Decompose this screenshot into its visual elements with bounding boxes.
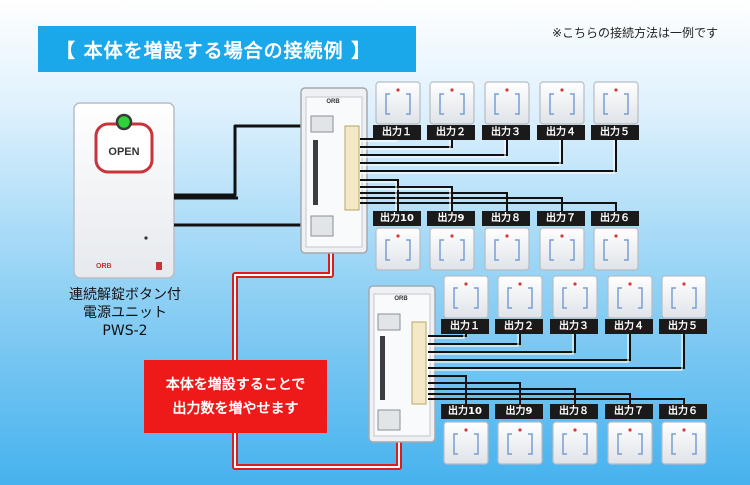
output-label: 出力５ xyxy=(659,319,707,334)
power-unit-caption: 連続解錠ボタン付 電源ユニット PWS-2 xyxy=(40,286,210,340)
door-sensor-upper xyxy=(607,275,653,319)
output-wires-upper xyxy=(360,132,617,211)
door-sensor-upper xyxy=(661,275,707,319)
sensors xyxy=(375,81,707,465)
output-label: 出力４ xyxy=(605,319,653,334)
door-sensor-lower xyxy=(552,421,598,465)
output-label: 出力５ xyxy=(591,125,639,140)
output-label: 出力６ xyxy=(659,404,707,419)
output-label: 出力８ xyxy=(482,211,530,226)
output-label: 出力１ xyxy=(373,125,421,140)
door-sensor-upper xyxy=(593,81,639,125)
power-wires xyxy=(174,124,316,227)
unit-brand-logo: ORB xyxy=(96,263,112,270)
output-label: 出力７ xyxy=(537,211,585,226)
callout-line: 出力数を増やせます xyxy=(172,400,299,417)
output-label: 出力２ xyxy=(495,319,543,334)
output-label: 出力9 xyxy=(495,404,543,419)
output-label: 出力３ xyxy=(550,319,598,334)
door-sensor-lower xyxy=(661,421,707,465)
output-label: 出力７ xyxy=(605,404,653,419)
caption-line: 電源ユニット xyxy=(83,305,167,321)
door-sensor-lower xyxy=(497,421,543,465)
door-sensor-upper xyxy=(375,81,421,125)
output-label: 出力３ xyxy=(482,125,530,140)
callout-line: 本体を増設することで xyxy=(165,376,306,393)
door-sensor-lower xyxy=(593,227,639,271)
door-sensor-lower xyxy=(375,227,421,271)
disclaimer-note: ※こちらの接続方法は一例です xyxy=(551,26,718,40)
caption-line: PWS-2 xyxy=(102,323,148,339)
output-label: 出力４ xyxy=(537,125,585,140)
title-banner: 【 本体を増設する場合の接続例 】 xyxy=(38,26,416,72)
output-label: 出力１ xyxy=(441,319,489,334)
controller-upper: ORB xyxy=(300,87,368,254)
output-label: 出力9 xyxy=(427,211,475,226)
controller-brand-lower: ORB xyxy=(394,296,408,302)
door-sensor-upper xyxy=(497,275,543,319)
door-sensor-lower xyxy=(443,421,489,465)
door-sensor-upper xyxy=(443,275,489,319)
output-label: 出力６ xyxy=(591,211,639,226)
output-label: 出力２ xyxy=(427,125,475,140)
callout-box: 本体を増設することで 出力数を増やせます xyxy=(144,360,327,433)
door-sensor-lower xyxy=(429,227,475,271)
power-unit: OPEN ORB xyxy=(73,102,175,279)
controller-brand-upper: ORB xyxy=(326,99,340,105)
output-label: 出力10 xyxy=(441,404,489,419)
door-sensor-upper xyxy=(552,275,598,319)
open-button-label: OPEN xyxy=(108,146,139,158)
power-led-icon xyxy=(115,113,133,131)
output-wires-lower xyxy=(428,330,685,404)
output-label: 出力10 xyxy=(373,211,421,226)
controller-lower: ORB xyxy=(368,285,436,443)
door-sensor-lower xyxy=(607,421,653,465)
output-label: 出力８ xyxy=(550,404,598,419)
door-sensor-upper xyxy=(429,81,475,125)
door-sensor-upper xyxy=(539,81,585,125)
door-sensor-lower xyxy=(539,227,585,271)
caption-line: 連続解錠ボタン付 xyxy=(69,287,181,303)
door-sensor-upper xyxy=(484,81,530,125)
door-sensor-lower xyxy=(484,227,530,271)
